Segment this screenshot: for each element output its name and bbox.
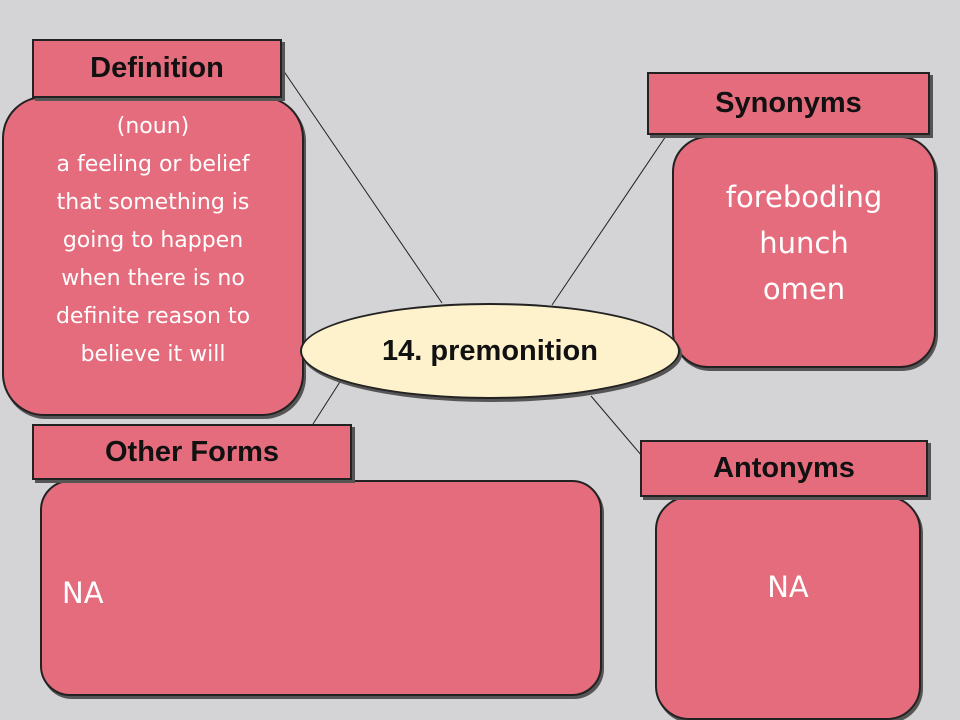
definition-box: (noun) a feeling or belief that somethin… [2,96,304,416]
connector-definition [282,69,443,304]
other-forms-value: NA [62,576,104,610]
definition-line: definite reason to [55,304,251,329]
definition-line: believe it will [80,342,226,367]
center-word: 14. premonition [382,334,598,367]
other-forms-box: NA [40,480,602,696]
synonym-item: omen [762,272,846,306]
center-word-ellipse: 14. premonition [300,303,680,399]
antonyms-box: NA [655,496,921,720]
synonym-item: foreboding [725,180,883,214]
synonym-item: hunch [759,226,849,260]
connector-antonyms [590,395,643,457]
connector-other-forms [312,373,346,425]
definition-line: when there is no [61,266,245,291]
synonyms-box: foreboding hunch omen [672,136,936,368]
definition-header: Definition [32,39,282,98]
definition-line: (noun) [116,114,190,139]
other-forms-header: Other Forms [32,424,352,480]
definition-line: that something is [56,190,250,215]
definition-line: going to happen [62,228,244,253]
definition-line: a feeling or belief [56,152,250,177]
antonyms-value: NA [767,570,809,604]
connector-synonyms [551,132,669,306]
antonyms-header: Antonyms [640,440,928,497]
synonyms-header: Synonyms [647,72,930,135]
